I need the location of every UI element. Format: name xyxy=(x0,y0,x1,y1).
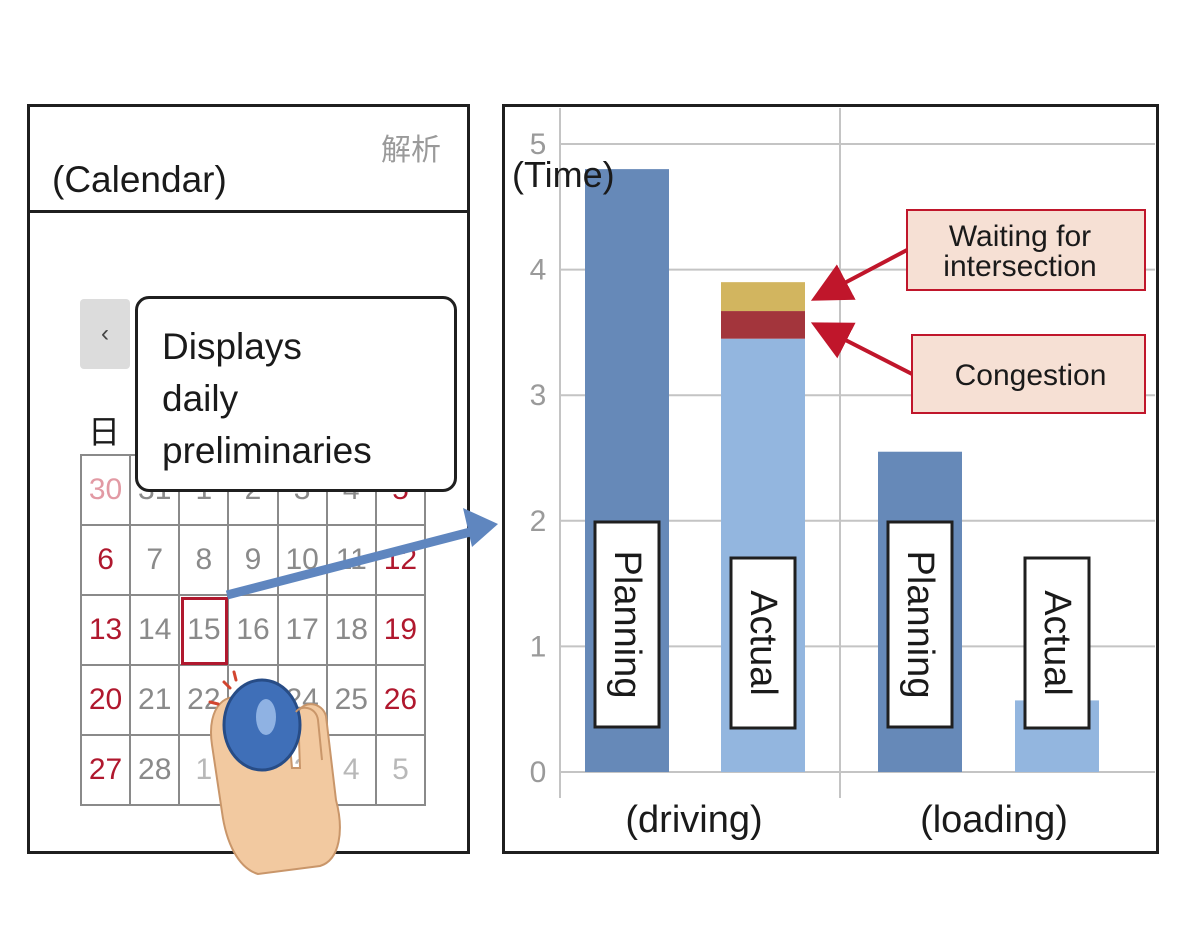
bar-label: Actual xyxy=(1036,590,1078,696)
callout-line: preliminaries xyxy=(162,430,372,471)
annotation-arrow xyxy=(810,248,908,301)
annotation-text: intersection xyxy=(943,250,1096,283)
bar-label-box xyxy=(1023,556,1091,730)
callout-bubble: Displays daily preliminaries xyxy=(135,296,457,492)
calendar-day[interactable]: 5 xyxy=(376,736,426,806)
y-tick-label: 4 xyxy=(530,254,547,287)
bar-label: Planning xyxy=(899,551,941,699)
calendar-day[interactable]: 8 xyxy=(180,526,230,596)
weekday-label: 日 xyxy=(88,413,121,451)
y-tick-label: 5 xyxy=(530,128,547,161)
x-category-label: (loading) xyxy=(920,799,1068,841)
annotation-arrow xyxy=(810,322,913,376)
callout-line: Displays xyxy=(162,326,302,367)
calendar-header: (Calendar) 解析 xyxy=(30,107,467,213)
annotation-text: Waiting for xyxy=(949,220,1091,253)
calendar-day[interactable]: 18 xyxy=(327,596,377,666)
calendar-day[interactable]: 9 xyxy=(229,526,279,596)
bar-label: Actual xyxy=(742,590,784,696)
calendar-day[interactable]: 15 xyxy=(180,596,230,666)
calendar-day[interactable]: 20 xyxy=(82,666,132,736)
calendar-day[interactable]: 30 xyxy=(82,456,132,526)
hand-mouse-icon xyxy=(208,670,341,876)
y-tick-label: 0 xyxy=(530,756,547,789)
calendar-title: (Calendar) xyxy=(52,159,227,200)
annotation-box xyxy=(906,209,1146,291)
calendar-day[interactable]: 16 xyxy=(229,596,279,666)
prev-month-button[interactable]: ‹ xyxy=(80,299,130,369)
calendar-day[interactable]: 4 xyxy=(327,736,377,806)
calendar-day[interactable]: 7 xyxy=(131,526,181,596)
annotation-text: Congestion xyxy=(955,359,1107,392)
bar-label-box xyxy=(886,520,954,729)
x-category-label: (driving) xyxy=(625,799,762,841)
bar-label-box xyxy=(593,520,661,729)
calendar-day[interactable]: 27 xyxy=(82,736,132,806)
bar-label-box xyxy=(729,556,797,730)
calendar-day[interactable]: 26 xyxy=(376,666,426,736)
calendar-day[interactable]: 21 xyxy=(131,666,181,736)
analysis-tab[interactable]: 解析 xyxy=(381,133,441,168)
y-axis-label: (Time) xyxy=(512,154,615,195)
bar-segment xyxy=(721,282,805,312)
y-tick-label: 3 xyxy=(530,379,547,412)
calendar-day[interactable]: 17 xyxy=(278,596,328,666)
callout-line: daily xyxy=(162,378,239,419)
annotation-box xyxy=(911,334,1146,414)
calendar-day[interactable]: 28 xyxy=(131,736,181,806)
calendar-day[interactable]: 19 xyxy=(376,596,426,666)
calendar-day[interactable]: 13 xyxy=(82,596,132,666)
link-arrow xyxy=(225,508,498,600)
y-tick-label: 2 xyxy=(530,505,547,538)
calendar-day[interactable]: 6 xyxy=(82,526,132,596)
bar-segment xyxy=(721,311,805,339)
calendar-day[interactable]: 25 xyxy=(327,666,377,736)
bar-label: Planning xyxy=(606,551,648,699)
y-tick-label: 1 xyxy=(530,630,547,663)
calendar-day[interactable]: 14 xyxy=(131,596,181,666)
